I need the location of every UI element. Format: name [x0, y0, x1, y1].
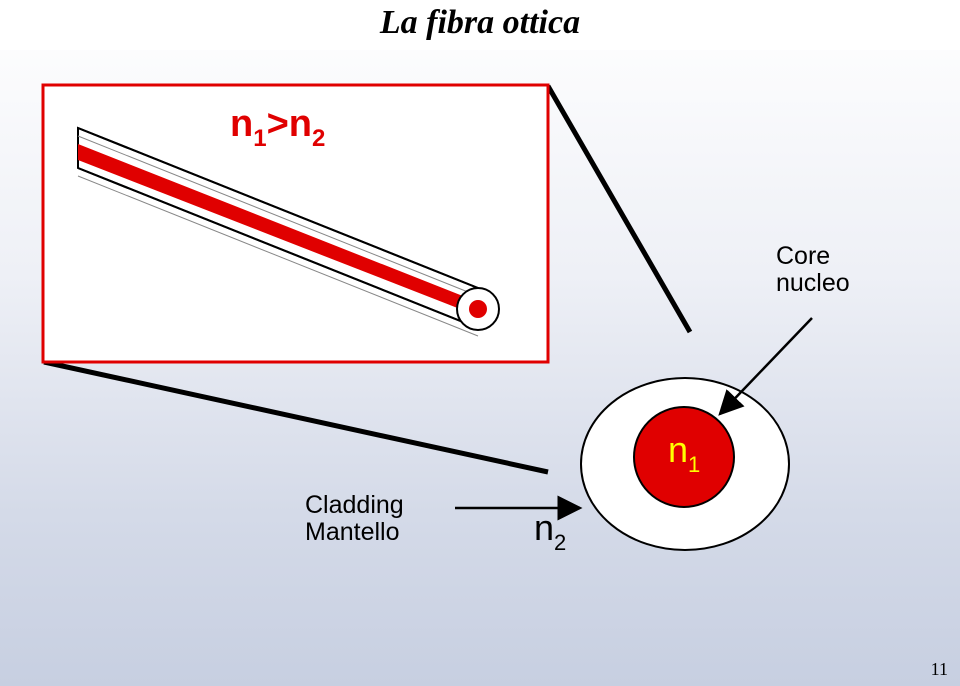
- cladding-index-sub: 2: [554, 530, 567, 555]
- cladding-label-line1: Cladding: [305, 491, 404, 519]
- cladding-label-line2: Mantello: [305, 518, 400, 546]
- condition-n2-sub: 2: [312, 125, 326, 152]
- cladding-index: n2: [534, 507, 566, 556]
- core-label-line1: Core: [776, 242, 831, 270]
- title-band: [0, 0, 960, 50]
- condition-n2: n: [288, 103, 312, 145]
- index-condition: n1>n2: [230, 103, 326, 152]
- fiber-core: [78, 144, 478, 316]
- zoom-line-top: [545, 84, 693, 334]
- core-index-sub: 1: [688, 452, 701, 477]
- condition-operator: >: [266, 103, 289, 145]
- core-cross-section: [633, 406, 735, 508]
- core-index-base: n: [668, 429, 689, 470]
- core-label: Core nucleo: [776, 243, 850, 297]
- core-index: n1: [668, 429, 700, 478]
- fiber-side-view: [77, 126, 500, 337]
- page-number: 11: [930, 659, 948, 679]
- zoom-line-bottom: [43, 359, 549, 475]
- slide-title: La fibra ottica: [379, 4, 581, 41]
- condition-n1-sub: 1: [253, 125, 267, 152]
- cladding-index-base: n: [534, 507, 555, 548]
- core-label-line2: nucleo: [776, 269, 850, 297]
- core-arrow: [718, 317, 813, 416]
- cladding-label: Cladding Mantello: [305, 492, 404, 546]
- condition-n1: n: [230, 103, 254, 145]
- fiber-end-core: [469, 300, 487, 318]
